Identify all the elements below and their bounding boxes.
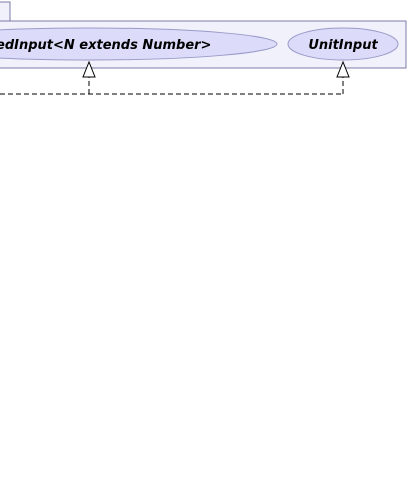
realization-arrowhead-unit-input (336, 60, 350, 78)
interface-unit-input-ellipse (287, 27, 399, 61)
interface-bounded-input-label: edInput<N extends Number> (0, 38, 211, 53)
interface-unit-input[interactable]: UnitInput (287, 27, 399, 61)
interface-bounded-input[interactable]: edInput<N extends Number> (0, 27, 278, 61)
realization-edges (0, 77, 344, 95)
package-tab (0, 1, 11, 22)
interface-unit-input-label: UnitInput (308, 38, 378, 53)
interface-bounded-input-ellipse (0, 27, 278, 61)
realization-arrowhead-bounded-input (82, 60, 96, 78)
